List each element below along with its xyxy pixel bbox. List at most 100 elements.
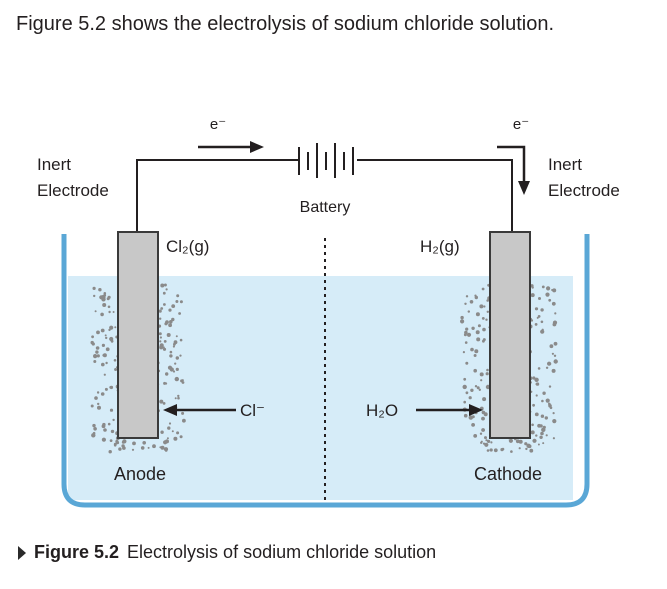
gas-bubble: [172, 370, 176, 373]
gas-bubble: [175, 335, 178, 338]
gas-bubble: [175, 300, 179, 303]
gas-bubble: [158, 332, 162, 336]
gas-bubble: [101, 424, 106, 429]
gas-bubble: [175, 356, 179, 360]
gas-bubble: [486, 310, 489, 313]
gas-bubble: [109, 336, 114, 342]
figure-caption: Figure 5.2 Electrolysis of sodium chlori…: [18, 542, 436, 563]
gas-bubble: [532, 376, 536, 380]
gas-bubble: [104, 334, 107, 337]
caption-figure-number: Figure 5.2: [34, 542, 120, 562]
gas-bubble: [105, 336, 108, 340]
gas-bubble: [114, 443, 117, 446]
gas-bubble: [476, 386, 480, 390]
gas-bubble: [104, 387, 108, 391]
gas-bubble: [95, 350, 99, 354]
gas-bubble: [152, 444, 156, 449]
gas-bubble: [168, 323, 173, 328]
gas-bubble: [535, 394, 538, 397]
gas-bubble: [535, 434, 538, 437]
gas-bubble: [465, 295, 469, 298]
gas-bubble: [483, 305, 486, 308]
gas-bubble: [168, 422, 172, 425]
gas-bubble: [106, 297, 110, 301]
gas-bubble: [481, 410, 486, 415]
gas-bubble: [537, 315, 541, 318]
gas-bubble: [94, 396, 98, 400]
gas-bubble: [176, 294, 180, 298]
right-electrode-label-line2: Electrode: [548, 181, 620, 200]
gas-bubble: [179, 435, 183, 439]
gas-bubble: [109, 386, 112, 389]
gas-bubble: [474, 385, 478, 388]
gas-bubble: [140, 446, 145, 450]
gas-bubble: [90, 404, 94, 408]
gas-bubble: [92, 423, 96, 428]
gas-bubble: [481, 428, 485, 432]
gas-bubble: [469, 300, 474, 304]
gas-bubble: [547, 361, 552, 366]
gas-bubble: [112, 418, 115, 422]
gas-bubble: [162, 346, 165, 349]
gas-bubble: [169, 350, 173, 354]
gas-bubble: [529, 448, 534, 453]
gas-bubble: [493, 448, 498, 453]
gas-bubble: [101, 437, 106, 442]
gas-bubble: [102, 354, 105, 357]
gas-bubble: [465, 361, 469, 365]
gas-bubble: [122, 439, 127, 444]
gas-bubble: [484, 436, 487, 440]
gas-bubble: [534, 307, 539, 311]
gas-bubble: [176, 431, 180, 435]
gas-bubble: [548, 402, 551, 406]
gas-bubble: [163, 283, 167, 287]
left-electrode-label-line2: Electrode: [37, 181, 109, 200]
water-label: H₂O: [366, 401, 398, 420]
gas-bubble: [160, 430, 164, 434]
gas-bubble: [97, 405, 101, 410]
gas-bubble: [158, 309, 162, 313]
gas-bubble: [545, 366, 549, 369]
gas-bubble: [162, 291, 166, 295]
chlorine-gas-label: Cl₂(g): [166, 237, 209, 256]
gas-bubble: [508, 438, 513, 443]
gas-bubble: [465, 327, 469, 331]
battery-symbol: [298, 143, 354, 178]
gas-bubble: [473, 354, 477, 357]
gas-bubble: [160, 283, 165, 288]
gas-bubble: [534, 377, 539, 382]
chloride-ion-arrow: [163, 404, 236, 416]
gas-bubble: [147, 446, 150, 449]
gas-bubble: [541, 399, 544, 403]
gas-bubble: [101, 362, 105, 367]
gas-bubble: [167, 365, 173, 370]
gas-bubble: [465, 391, 469, 395]
gas-bubble: [166, 437, 169, 440]
gas-bubble: [540, 320, 544, 324]
gas-bubble: [479, 372, 484, 377]
gas-bubble: [530, 293, 535, 298]
gas-bubble: [159, 446, 162, 449]
cathode-electrode: [489, 231, 531, 439]
gas-bubble: [173, 340, 178, 345]
electron-label-right: e⁻: [513, 116, 529, 133]
gas-bubble: [551, 352, 555, 355]
gas-bubble: [485, 372, 489, 376]
gas-bubble: [553, 354, 557, 357]
gas-bubble: [159, 343, 164, 348]
gas-bubble: [464, 302, 467, 305]
gas-bubble: [471, 423, 475, 427]
gas-bubble: [480, 379, 483, 382]
gas-bubble: [487, 439, 491, 443]
gas-bubble: [540, 431, 544, 436]
gas-bubble: [164, 322, 168, 326]
gas-bubble: [92, 286, 96, 290]
gas-bubble: [95, 346, 100, 350]
gas-bubble: [92, 431, 96, 435]
gas-bubble: [464, 341, 468, 344]
gas-bubble: [551, 289, 554, 291]
gas-bubble: [114, 368, 118, 371]
gas-bubble: [531, 423, 534, 427]
wire-left: [136, 159, 299, 232]
gas-bubble: [464, 330, 468, 335]
